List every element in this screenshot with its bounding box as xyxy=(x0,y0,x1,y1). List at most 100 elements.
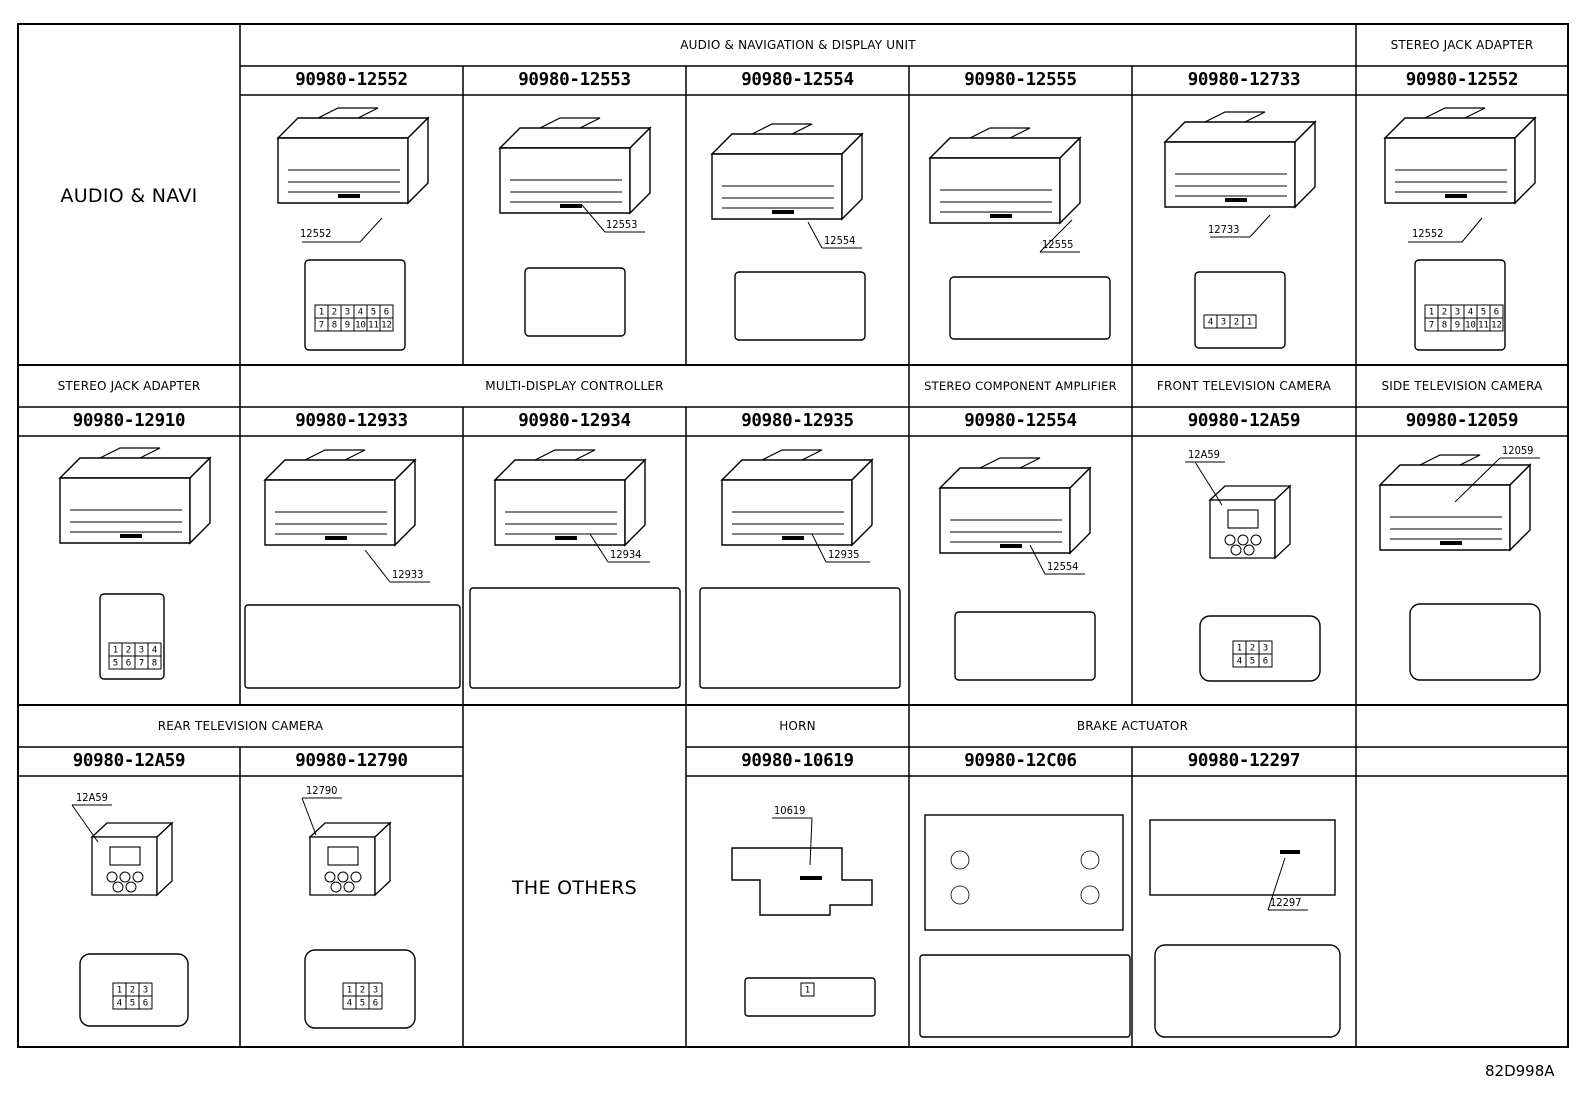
pin-cell: 8 xyxy=(1437,317,1452,332)
pin-cell: 9 xyxy=(340,317,355,332)
pin-cell: 4 xyxy=(1203,314,1218,329)
section-multi-display-controller: MULTI-DISPLAY CONTROLLER xyxy=(485,379,664,393)
section-side-television-camera: SIDE TELEVISION CAMERA xyxy=(1381,379,1543,393)
pin-number: 1 xyxy=(1429,308,1434,318)
part-number: 90980-12554 xyxy=(741,70,854,90)
pin-cell: 6 xyxy=(1489,304,1504,319)
section-stereo-jack-adapter-top: STEREO JACK ADAPTER xyxy=(1390,38,1534,52)
pin-cell: 5 xyxy=(1476,304,1491,319)
ref-label: 12553 xyxy=(606,218,638,231)
pin-cell: 1 xyxy=(314,304,329,319)
pin-cell: 2 xyxy=(355,982,370,997)
pin-number: 11 xyxy=(1478,321,1489,331)
pin-number: 3 xyxy=(143,986,148,996)
pin-cell: 3 xyxy=(1450,304,1465,319)
part-number: 90980-12059 xyxy=(1405,411,1519,431)
part-number: 90980-12910 xyxy=(72,411,186,431)
pin-number: 6 xyxy=(1494,308,1499,318)
pin-number: 1 xyxy=(805,986,810,996)
pin-cell: 11 xyxy=(1476,317,1491,332)
ref-label: 12059 xyxy=(1502,444,1534,457)
pin-number: 5 xyxy=(113,659,118,669)
part-number: 90980-12933 xyxy=(295,411,408,431)
pin-number: 11 xyxy=(368,321,379,331)
pin-number: 4 xyxy=(347,999,352,1009)
pin-cell: 8 xyxy=(327,317,342,332)
pin-number: 3 xyxy=(1455,308,1460,318)
pin-number: 5 xyxy=(1250,657,1255,667)
ref-label: 12552 xyxy=(300,227,332,240)
pin-cell: 6 xyxy=(138,995,153,1010)
pin-cell: 6 xyxy=(1258,653,1273,668)
figure-id: 82D998A xyxy=(1485,1062,1555,1080)
pin-number: 2 xyxy=(1250,644,1255,654)
pin-cell: 10 xyxy=(1463,317,1478,332)
pin-cell: 7 xyxy=(314,317,329,332)
pin-number: 2 xyxy=(126,646,131,656)
pin-number: 6 xyxy=(373,999,378,1009)
ref-label: 12552 xyxy=(1412,227,1444,240)
pin-number: 3 xyxy=(139,646,144,656)
pin-cell: 2 xyxy=(327,304,342,319)
pin-number: 4 xyxy=(117,999,122,1009)
part-number: 90980-12297 xyxy=(1187,751,1301,771)
pin-number: 2 xyxy=(1234,318,1239,328)
pin-number: 3 xyxy=(373,986,378,996)
pin-cell: 1 xyxy=(800,982,815,997)
pin-cell: 12 xyxy=(1489,317,1504,332)
pin-number: 10 xyxy=(1465,321,1476,331)
section-brake-actuator: BRAKE ACTUATOR xyxy=(1076,719,1189,733)
part-number: 90980-12554 xyxy=(964,411,1077,431)
pin-number: 8 xyxy=(332,321,337,331)
section-stereo-jack-adapter-mid: STEREO JACK ADAPTER xyxy=(57,379,201,393)
pin-cell: 4 xyxy=(342,995,357,1010)
pin-number: 12 xyxy=(381,321,392,331)
section-rear-television-camera: REAR TELEVISION CAMERA xyxy=(157,719,324,733)
pin-number: 8 xyxy=(152,659,157,669)
pin-number: 7 xyxy=(319,321,324,331)
pin-number: 9 xyxy=(1455,321,1460,331)
section-audio-navi: AUDIO & NAVI xyxy=(60,185,198,207)
pin-number: 9 xyxy=(345,321,350,331)
pin-number: 2 xyxy=(360,986,365,996)
pin-number: 1 xyxy=(347,986,352,996)
ref-label: 12554 xyxy=(1047,560,1079,573)
pin-cell: 4 xyxy=(1232,653,1247,668)
pin-cell: 4 xyxy=(1463,304,1478,319)
ref-label: 12A59 xyxy=(1188,448,1220,461)
pin-cell: 12 xyxy=(379,317,394,332)
pin-cell: 4 xyxy=(112,995,127,1010)
pin-number: 2 xyxy=(130,986,135,996)
pin-cell: 3 xyxy=(340,304,355,319)
section-audio-nav-display-unit: AUDIO & NAVIGATION & DISPLAY UNIT xyxy=(680,38,916,52)
part-number: 90980-10619 xyxy=(741,751,854,771)
pin-cell: 3 xyxy=(134,642,149,657)
pin-cell: 4 xyxy=(353,304,368,319)
pin-cell: 9 xyxy=(1450,317,1465,332)
ref-label: 10619 xyxy=(774,804,806,817)
pin-number: 3 xyxy=(1221,318,1226,328)
ref-label: 12934 xyxy=(610,548,642,561)
part-number: 90980-12A59 xyxy=(1187,411,1301,431)
pin-cell: 6 xyxy=(121,655,136,670)
pin-cell: 1 xyxy=(112,982,127,997)
section-horn: HORN xyxy=(779,719,816,733)
pin-cell: 8 xyxy=(147,655,162,670)
pin-cell: 2 xyxy=(1229,314,1244,329)
ref-label: 12A59 xyxy=(76,791,108,804)
pin-number: 10 xyxy=(355,321,366,331)
pin-number: 1 xyxy=(1237,644,1242,654)
section-the-others: THE OTHERS xyxy=(511,877,638,899)
ref-label: 12297 xyxy=(1270,896,1302,909)
pin-cell: 6 xyxy=(379,304,394,319)
pin-number: 4 xyxy=(1468,308,1473,318)
pin-number: 5 xyxy=(371,308,376,318)
pin-cell: 2 xyxy=(1437,304,1452,319)
